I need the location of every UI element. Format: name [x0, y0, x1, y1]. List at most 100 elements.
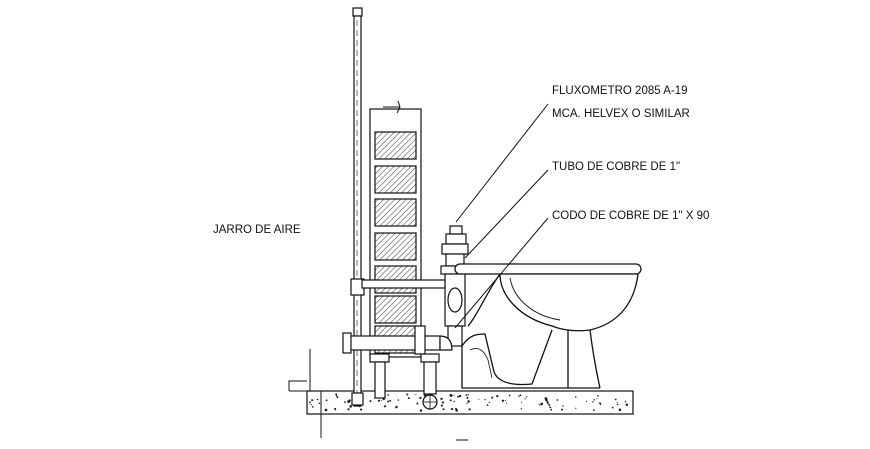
concrete-speckle: [597, 394, 599, 397]
concrete-speckle: [344, 401, 346, 403]
concrete-speckle: [614, 398, 617, 401]
concrete-speckle: [395, 405, 398, 409]
concrete-speckle: [453, 394, 455, 397]
concrete-speckle: [508, 394, 511, 397]
concrete-speckle: [585, 400, 588, 403]
concrete-speckle: [385, 405, 387, 408]
concrete-speckle: [415, 393, 417, 396]
air-vent-pipe: [350, 7, 365, 407]
concrete-speckle: [556, 399, 559, 401]
concrete-speckle: [593, 399, 596, 401]
copper-elbow: [369, 353, 440, 410]
concrete-speckle: [611, 406, 614, 409]
concrete-speckle: [458, 394, 462, 398]
concrete-floor-slab: [289, 390, 634, 415]
concrete-speckle: [359, 408, 363, 411]
concrete-speckle: [478, 398, 480, 400]
concrete-speckle: [484, 398, 486, 401]
concrete-speckle: [377, 399, 381, 402]
concrete-speckle: [519, 394, 522, 397]
brick-wall: [369, 100, 422, 358]
concrete-speckle: [347, 408, 350, 411]
concrete-speckle: [387, 400, 390, 403]
concrete-speckle: [518, 395, 520, 397]
concrete-speckle: [441, 401, 445, 404]
concrete-speckle: [335, 394, 338, 396]
concrete-speckle: [540, 402, 544, 406]
concrete-speckle: [501, 399, 505, 402]
concrete-speckle: [599, 403, 602, 406]
brick: [374, 232, 417, 261]
concrete-speckle: [336, 396, 339, 399]
concrete-speckle: [467, 400, 470, 403]
concrete-speckle: [440, 397, 443, 400]
wall-outline: [288, 349, 468, 441]
concrete-speckle: [407, 397, 410, 400]
concrete-speckle: [467, 394, 469, 396]
concrete-speckle: [453, 400, 455, 403]
concrete-speckle: [440, 404, 443, 407]
concrete-speckle: [575, 407, 577, 409]
brick: [374, 295, 417, 324]
concrete-speckle: [616, 403, 619, 406]
concrete-speckle: [524, 398, 526, 400]
flush-valve-label-line1: FLUXOMETRO 2085 A-19: [552, 85, 688, 97]
concrete-speckle: [538, 404, 541, 406]
concrete-speckle: [616, 402, 618, 404]
concrete-speckle: [465, 394, 468, 396]
concrete-speckle: [416, 402, 419, 405]
brick: [374, 131, 417, 160]
concrete-speckle: [318, 402, 321, 404]
concrete-speckle: [466, 396, 469, 399]
concrete-speckle: [311, 399, 314, 402]
flush-valve-label-line2: MCA. HELVEX O SIMILAR: [552, 108, 690, 120]
concrete-speckle: [334, 408, 337, 411]
concrete-speckle: [592, 401, 594, 403]
concrete-speckle: [592, 409, 595, 411]
concrete-speckle: [324, 408, 328, 412]
concrete-speckle: [574, 396, 577, 398]
concrete-speckle: [449, 393, 453, 397]
concrete-speckle: [488, 401, 490, 403]
copper-pipe-label: TUBO DE COBRE DE 1": [552, 161, 680, 173]
concrete-speckle: [449, 399, 452, 402]
concrete-speckle: [626, 404, 628, 406]
concrete-speckle: [442, 408, 445, 411]
concrete-speckle: [419, 409, 423, 412]
concrete-speckle: [546, 402, 549, 404]
copper-elbow-label: CODO DE COBRE DE 1" X 90: [552, 210, 709, 222]
concrete-speckle: [468, 408, 471, 411]
concrete-speckle: [455, 409, 459, 412]
concrete-speckle: [384, 404, 386, 407]
concrete-speckle: [310, 403, 312, 406]
copper-supply-pipe: [342, 279, 453, 355]
concrete-speckle: [491, 396, 494, 399]
concrete-speckle: [380, 400, 382, 402]
leader-lines: [454, 103, 549, 329]
concrete-speckle: [406, 393, 409, 396]
air-vent-label: JARRO DE AIRE: [213, 224, 301, 236]
concrete-speckle: [520, 408, 523, 410]
concrete-speckle: [389, 399, 392, 402]
concrete-speckle: [504, 399, 506, 402]
toilet-bowl: [454, 263, 642, 389]
brick: [374, 165, 417, 194]
concrete-speckle: [349, 405, 352, 408]
concrete-speckle: [311, 405, 314, 408]
concrete-speckle: [466, 402, 468, 405]
brick: [374, 198, 417, 227]
concrete-speckle: [545, 398, 548, 402]
concrete-speckle: [548, 403, 551, 406]
concrete-speckle: [550, 408, 553, 411]
concrete-speckle: [486, 404, 489, 406]
concrete-speckle: [624, 400, 627, 403]
concrete-speckle: [618, 408, 622, 412]
concrete-speckle: [325, 399, 328, 402]
concrete-speckle: [419, 396, 422, 400]
concrete-speckle: [309, 401, 311, 404]
concrete-speckle: [450, 407, 454, 411]
concrete-speckle: [387, 394, 389, 396]
concrete-speckle: [506, 402, 508, 404]
